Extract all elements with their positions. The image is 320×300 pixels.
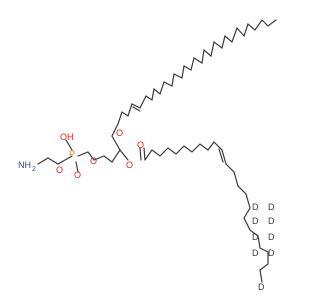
amine-label: NH	[18, 160, 31, 170]
deuterium-labels: D D D D D D D D D	[252, 202, 275, 292]
ether-oxygen-label: O	[116, 128, 123, 138]
phosphorus-label: P	[69, 149, 75, 159]
upper-chain-bonds	[117, 19, 277, 125]
hydroxyl-label: OH	[60, 132, 74, 142]
ethanolamine-phosphate-group	[37, 139, 105, 173]
cis-double-bond	[132, 106, 141, 112]
ester-oxygen-left-label: O	[56, 165, 63, 175]
amine-subscript: 2	[32, 166, 36, 173]
deuterium-4: D	[268, 216, 275, 226]
deuterium-8: D	[268, 248, 275, 258]
vinyl-ether-chain	[117, 19, 277, 125]
deuterium-1: D	[252, 202, 259, 212]
acyl-oxygen-label: O	[126, 160, 133, 170]
deuterium-5: D	[252, 232, 259, 242]
ester-oxygen-right-label: O	[90, 156, 97, 166]
deuterium-6: D	[268, 232, 275, 242]
molecule-diagram: O O O O P OH O O NH 2 D D D D D D D D D	[18, 19, 277, 292]
acyl-chain	[139, 141, 269, 283]
cis-double-bond-2	[218, 148, 224, 163]
carbonyl-oxygen-label: O	[137, 140, 144, 150]
deuterium-7: D	[252, 248, 259, 258]
deuterium-2: D	[268, 202, 275, 212]
structure-canvas: O O O O P OH O O NH 2 D D D D D D D D D	[18, 19, 277, 292]
glycerol-backbone	[103, 123, 129, 163]
deuterium-3: D	[252, 216, 259, 226]
phosphoryl-oxygen-label: O	[74, 170, 81, 180]
deuterium-9: D	[258, 282, 265, 292]
lower-chain-bonds	[144, 141, 269, 283]
